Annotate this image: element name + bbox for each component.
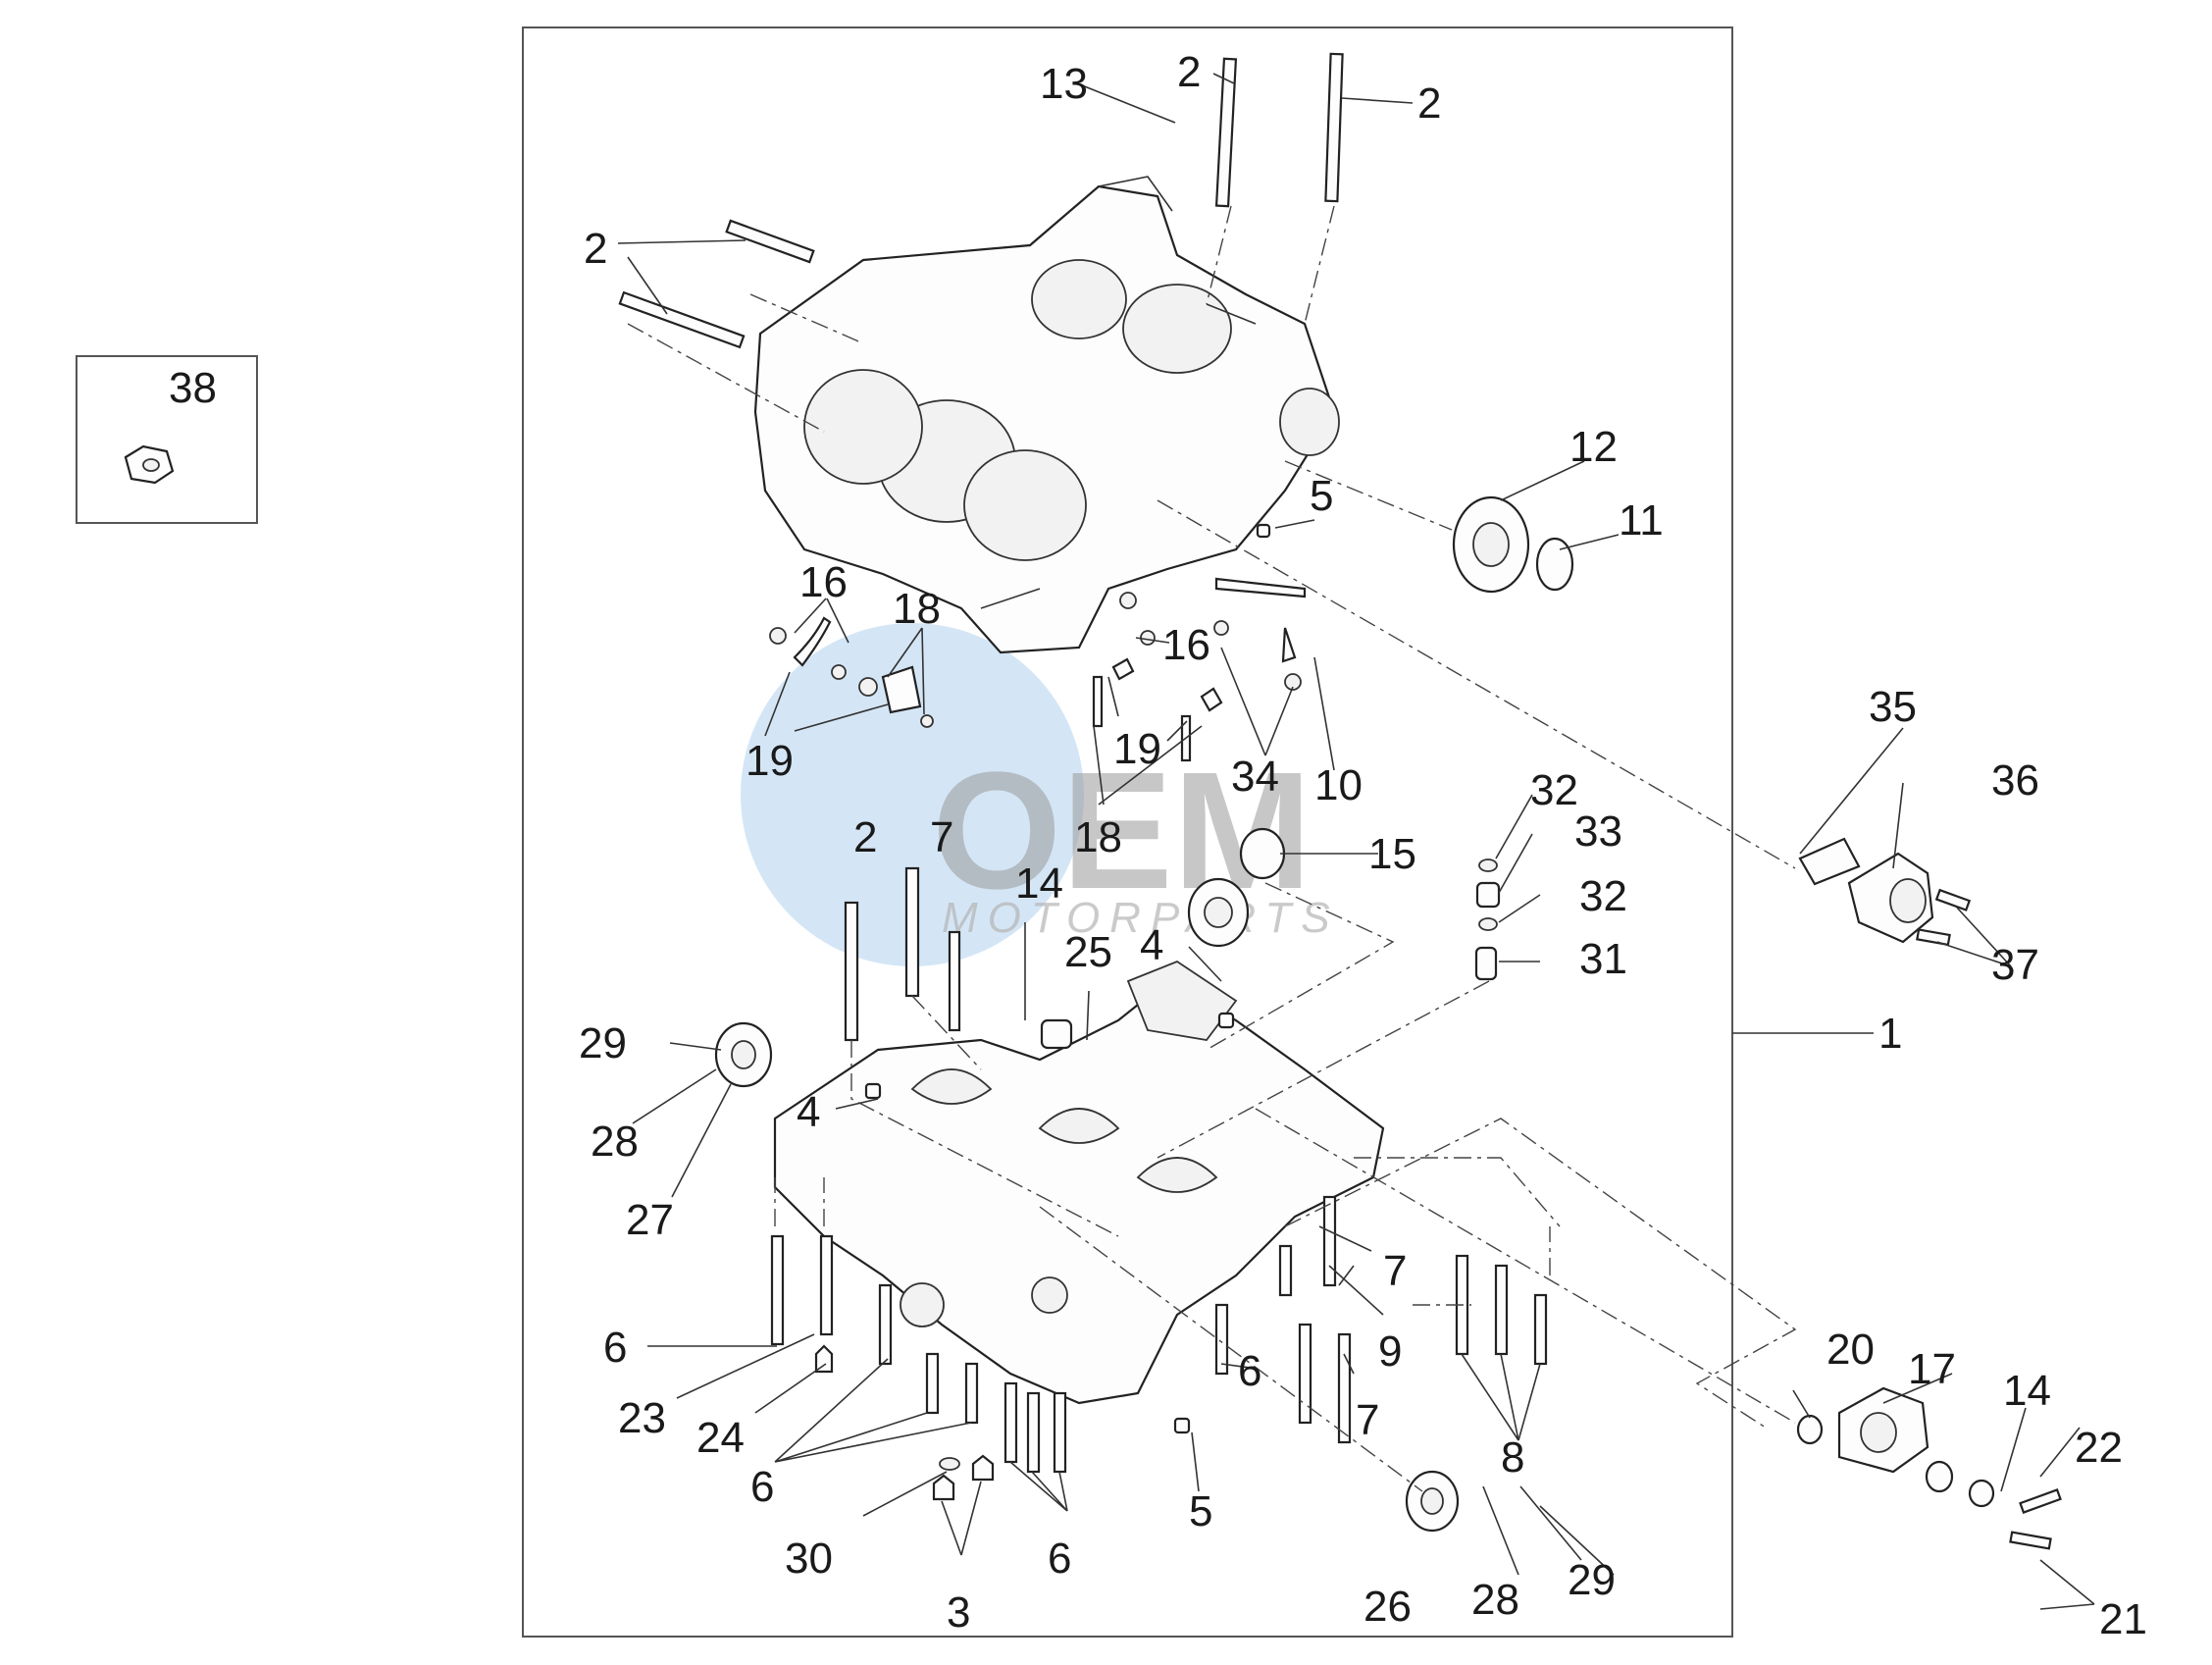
callout-29: 29 bbox=[1568, 1556, 1616, 1604]
watermark-globe-icon bbox=[741, 623, 1084, 966]
callout-19: 19 bbox=[746, 737, 794, 785]
callout-32: 32 bbox=[1530, 766, 1578, 814]
callout-7: 7 bbox=[1383, 1247, 1407, 1295]
callout-2: 2 bbox=[584, 225, 607, 273]
callout-16: 16 bbox=[799, 558, 848, 606]
callout-24: 24 bbox=[696, 1414, 745, 1462]
callout-20: 20 bbox=[1826, 1326, 1875, 1374]
assembly-frame bbox=[522, 26, 1733, 1638]
callout-2: 2 bbox=[1417, 79, 1441, 128]
callout-19: 19 bbox=[1113, 725, 1161, 773]
callout-5: 5 bbox=[1310, 472, 1333, 520]
callout-33: 33 bbox=[1574, 807, 1622, 856]
watermark-brand: OEM bbox=[932, 738, 1312, 924]
parts-31-33 bbox=[1474, 859, 1501, 981]
cover-17-22 bbox=[1796, 1386, 2062, 1550]
callout-22: 22 bbox=[2075, 1424, 2123, 1472]
callout-17: 17 bbox=[1908, 1345, 1956, 1393]
callout-14: 14 bbox=[1015, 859, 1063, 908]
sensors-clips bbox=[769, 577, 1307, 762]
callout-2: 2 bbox=[1177, 48, 1201, 96]
callout-8: 8 bbox=[1501, 1433, 1524, 1482]
callout-30: 30 bbox=[785, 1535, 833, 1583]
callout-9: 9 bbox=[1378, 1327, 1402, 1376]
callout-12: 12 bbox=[1569, 423, 1618, 471]
upper-crankcase bbox=[753, 176, 1340, 654]
callout-28: 28 bbox=[1471, 1576, 1519, 1624]
callout-2: 2 bbox=[853, 813, 877, 861]
callout-14: 14 bbox=[2003, 1367, 2051, 1415]
watermark: OEM MOTORPARTS bbox=[741, 623, 1340, 966]
callout-7: 7 bbox=[1356, 1396, 1379, 1444]
callout-36: 36 bbox=[1991, 756, 2039, 805]
inset-frame bbox=[76, 355, 258, 524]
callout-11: 11 bbox=[1619, 496, 1664, 545]
callout-25: 25 bbox=[1064, 928, 1112, 976]
studs bbox=[618, 52, 1344, 1042]
callout-4: 4 bbox=[797, 1088, 820, 1136]
callout-6: 6 bbox=[1238, 1347, 1261, 1395]
callout-28: 28 bbox=[591, 1118, 639, 1166]
callout-35: 35 bbox=[1869, 683, 1917, 731]
callout-10: 10 bbox=[1314, 761, 1363, 809]
callout-7: 7 bbox=[930, 813, 953, 861]
inset-nut-part bbox=[124, 444, 175, 485]
callout-6: 6 bbox=[750, 1463, 774, 1511]
callout-37: 37 bbox=[1991, 941, 2039, 989]
callout-29: 29 bbox=[579, 1019, 627, 1067]
leader-lines bbox=[617, 73, 2095, 1610]
callout-23: 23 bbox=[618, 1394, 666, 1442]
callout-27: 27 bbox=[626, 1196, 674, 1244]
callout-26: 26 bbox=[1363, 1583, 1412, 1631]
callout-1: 1 bbox=[1878, 1010, 1902, 1058]
watermark-sub: MOTORPARTS bbox=[942, 894, 1340, 942]
lower-crankcase bbox=[773, 960, 1385, 1405]
callout-18: 18 bbox=[1074, 813, 1122, 861]
callout-38: 38 bbox=[169, 364, 217, 412]
callout-32: 32 bbox=[1579, 872, 1627, 920]
callout-labels: 38 13 2 2 2 12 11 5 16 18 19 16 19 18 34… bbox=[169, 48, 2147, 1643]
callout-3: 3 bbox=[947, 1588, 970, 1637]
callout-34: 34 bbox=[1231, 753, 1279, 801]
cover-35-37 bbox=[1798, 837, 1972, 947]
callout-13: 13 bbox=[1040, 60, 1088, 108]
callout-31: 31 bbox=[1579, 935, 1627, 983]
callout-16: 16 bbox=[1162, 621, 1210, 669]
callout-6: 6 bbox=[603, 1324, 627, 1372]
callout-15: 15 bbox=[1368, 830, 1416, 878]
alignment-lines bbox=[627, 205, 1797, 1492]
callout-6: 6 bbox=[1048, 1535, 1071, 1583]
callout-21: 21 bbox=[2099, 1595, 2147, 1643]
callout-18: 18 bbox=[893, 585, 941, 633]
bearings bbox=[714, 495, 1574, 1533]
callout-5: 5 bbox=[1189, 1487, 1212, 1535]
callout-4: 4 bbox=[1140, 921, 1163, 969]
